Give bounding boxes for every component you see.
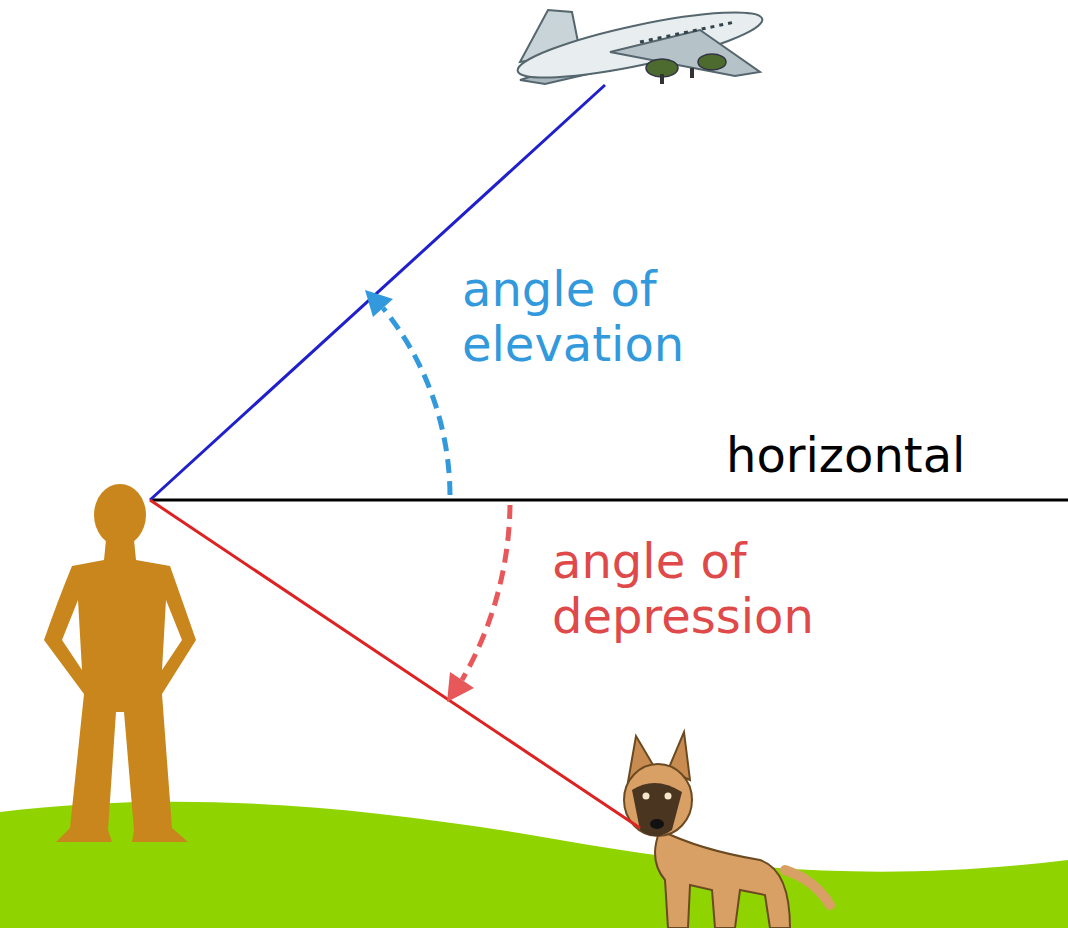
label-box: horizontal xyxy=(726,428,1062,483)
dog-tail xyxy=(785,870,830,905)
elevation-arrowhead xyxy=(365,290,393,317)
man-body xyxy=(44,540,196,842)
dog-eye xyxy=(643,793,650,800)
depression-arrowhead xyxy=(447,672,474,702)
dog-eye xyxy=(665,793,672,800)
airplane xyxy=(514,0,767,91)
plane-gear xyxy=(690,68,694,78)
plane-fuselage xyxy=(514,0,767,91)
label-box: angle of depression xyxy=(552,534,912,644)
depression-arc xyxy=(462,505,510,680)
dog-nose xyxy=(650,819,664,829)
label-box: angle of elevation xyxy=(462,262,782,372)
dog-body xyxy=(655,830,790,928)
angle-label: angle of elevation xyxy=(462,262,782,372)
elevation-arc xyxy=(383,308,450,495)
plane-engine xyxy=(698,54,726,70)
plane-windows xyxy=(640,22,735,42)
man-head xyxy=(94,484,146,546)
dog xyxy=(624,732,830,928)
horizontal-line xyxy=(150,499,1068,502)
plane-wing xyxy=(610,30,760,76)
plane-gear xyxy=(660,74,664,84)
man-silhouette xyxy=(44,484,196,842)
axis-label: horizontal xyxy=(726,428,1062,483)
angle-label: angle of depression xyxy=(552,534,912,644)
